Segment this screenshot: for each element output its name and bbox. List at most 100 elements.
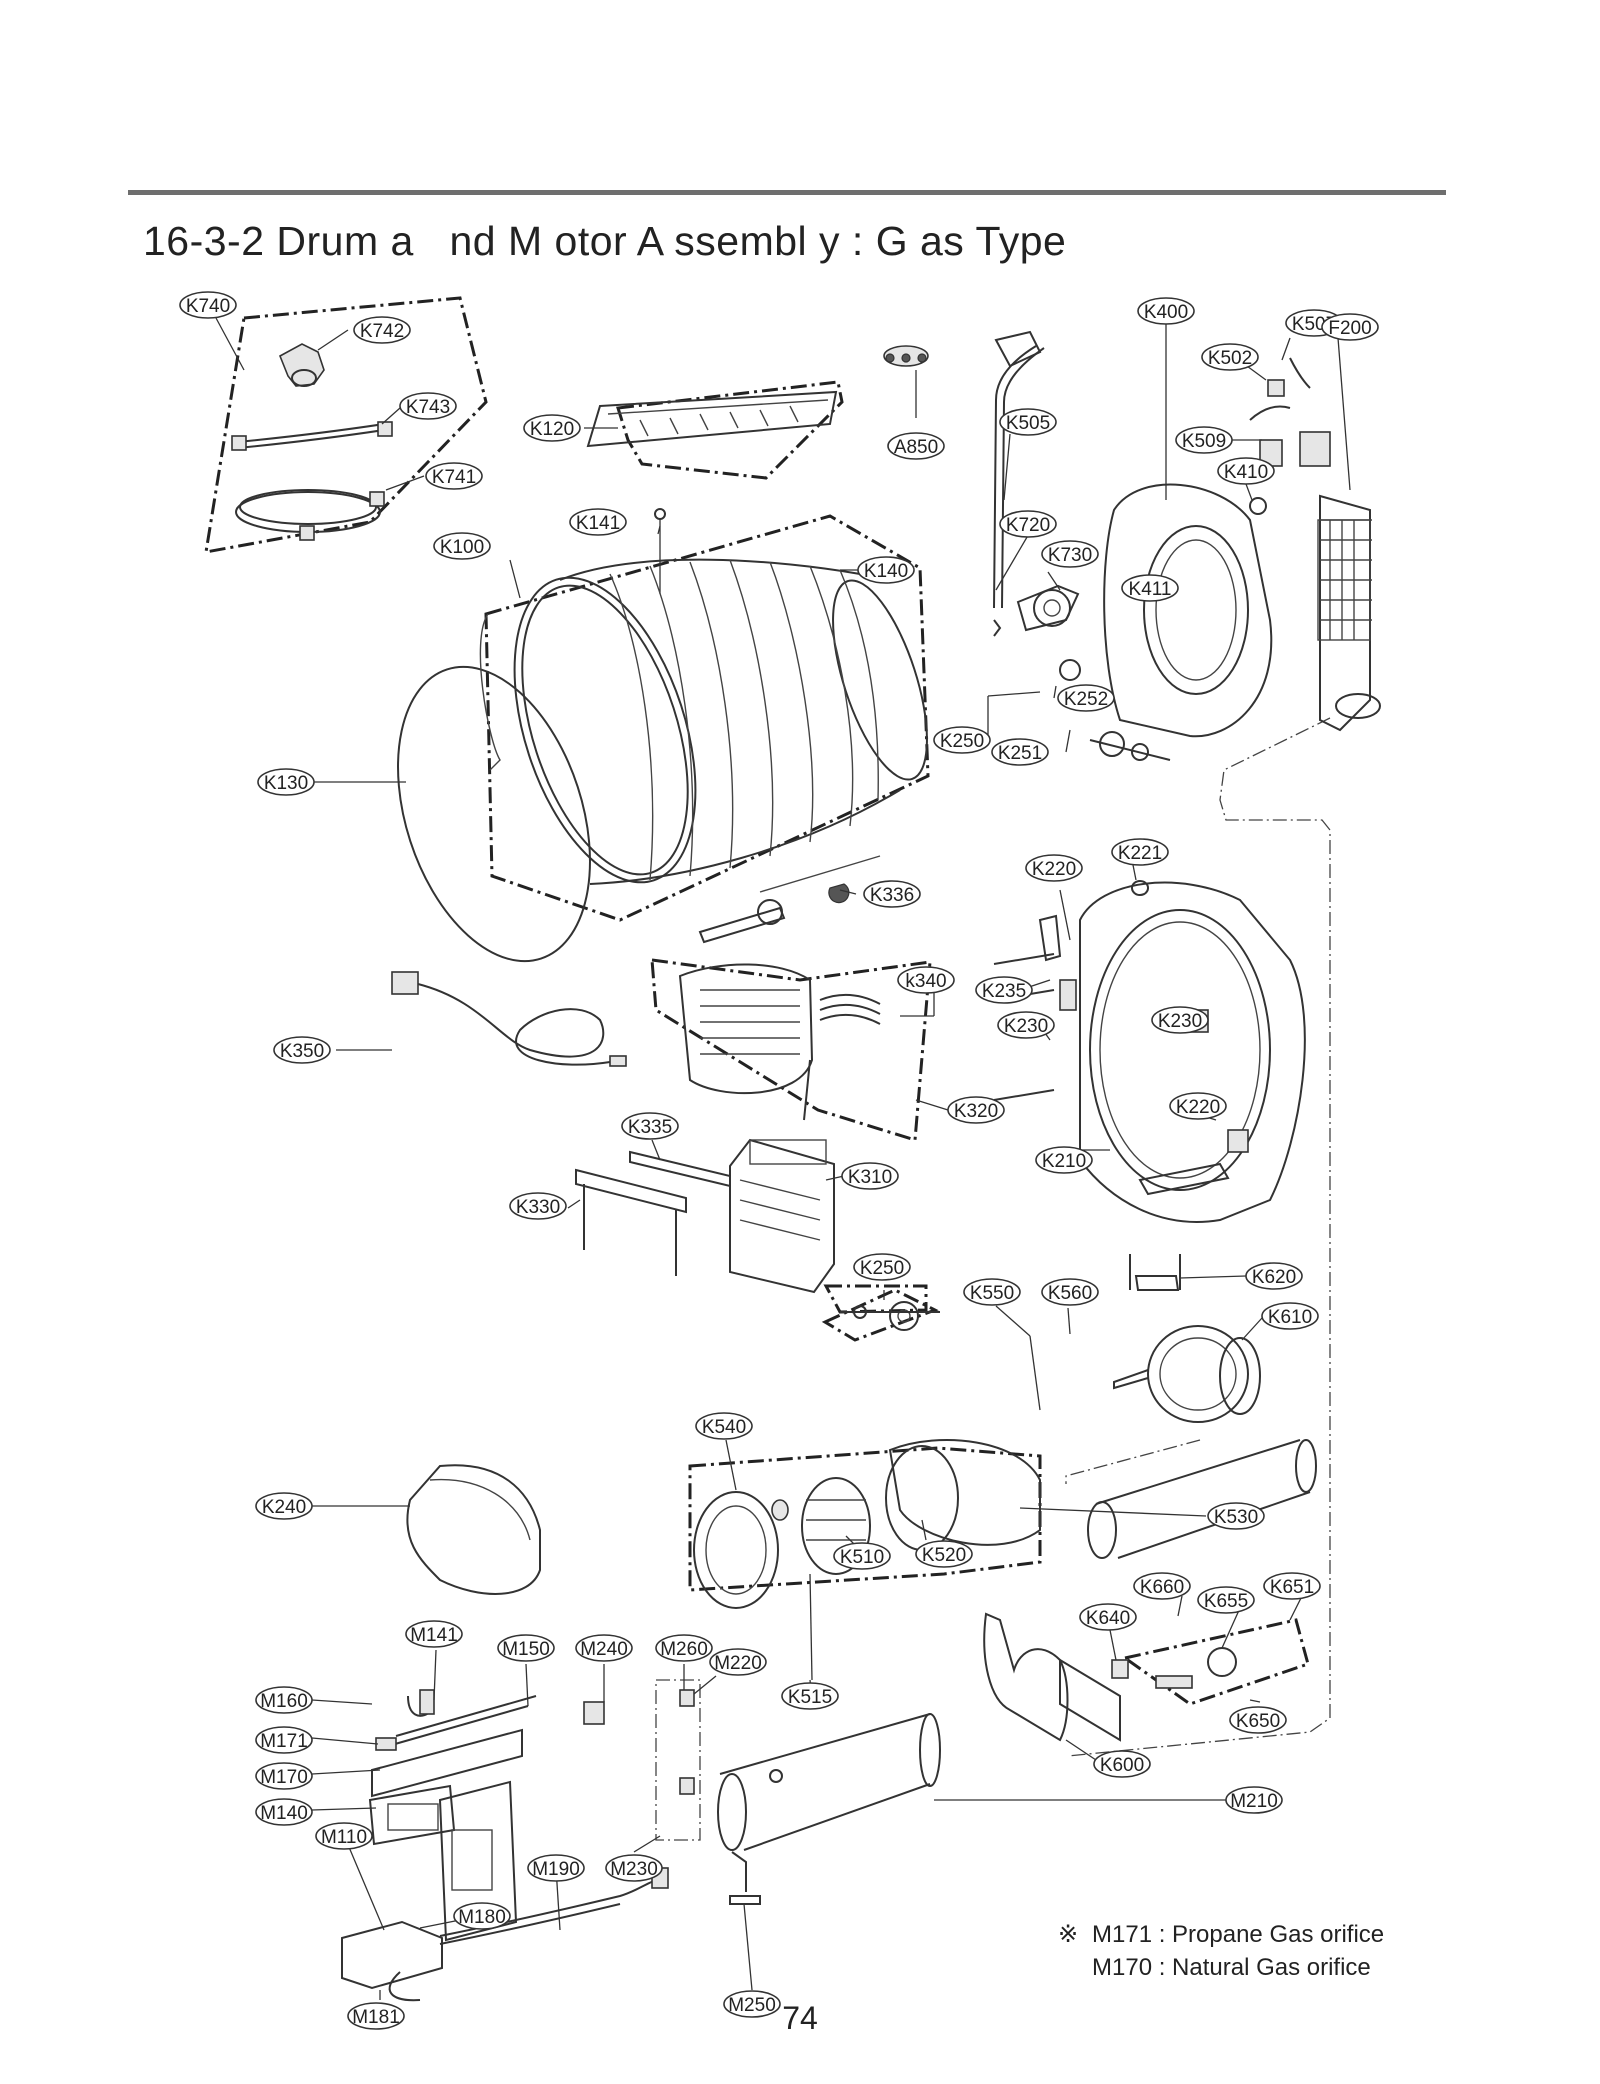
- callout-k620: K620: [1245, 1262, 1303, 1290]
- callout-label: M170: [260, 1767, 308, 1788]
- callout-m260: M260: [655, 1634, 713, 1662]
- callout-label: k340: [905, 971, 946, 992]
- callout-k140: K140: [857, 556, 915, 584]
- callout-k515: K515: [781, 1682, 839, 1710]
- callout-k130: K130: [257, 768, 315, 796]
- callout-label: K140: [864, 561, 908, 582]
- callout-label: K730: [1048, 545, 1092, 566]
- callout-k730: K730: [1041, 540, 1099, 568]
- callout-k230a: K230: [997, 1011, 1055, 1039]
- callout-bubble: [781, 1682, 839, 1710]
- callout-label: K251: [998, 743, 1042, 764]
- callout-m150: M150: [497, 1634, 555, 1662]
- callout-bubble: [999, 408, 1057, 436]
- exhaust-duct: [1087, 1439, 1317, 1559]
- callout-bubble: [1201, 343, 1259, 371]
- callout-bubble: [257, 768, 315, 796]
- callout-label: M240: [580, 1639, 628, 1660]
- callout-k610: K610: [1261, 1302, 1319, 1330]
- callout-bubble: [1025, 854, 1083, 882]
- callout-label: K600: [1100, 1755, 1144, 1776]
- lint-duct: [406, 1464, 541, 1595]
- callout-label: M190: [532, 1859, 580, 1880]
- callout-m220: M220: [709, 1648, 767, 1676]
- callout-label: M181: [352, 2007, 400, 2028]
- callout-bubble: [315, 1822, 373, 1850]
- callout-k740: K740: [179, 291, 237, 319]
- callout-label: K100: [440, 537, 484, 558]
- callout-bubble: [655, 1634, 713, 1662]
- callout-label: K350: [280, 1041, 324, 1062]
- callout-bubble: [841, 1162, 899, 1190]
- callout-label: K509: [1182, 431, 1226, 452]
- gas-valve-bracket: [1111, 1647, 1237, 1689]
- callout-bubble: [405, 1620, 463, 1648]
- callout-bubble: [1207, 1502, 1265, 1530]
- callout-label: K550: [970, 1283, 1014, 1304]
- callout-k210: K210: [1035, 1146, 1093, 1174]
- page-title: 16-3-2 Drum a nd M otor A ssembl y : G a…: [143, 218, 1067, 264]
- callout-bubble: [695, 1412, 753, 1440]
- callout-label: K650: [1236, 1711, 1280, 1732]
- callout-label: M140: [260, 1803, 308, 1824]
- callout-bubble: [255, 1686, 313, 1714]
- callout-f200: F200: [1321, 313, 1379, 341]
- callout-bubble: [997, 1011, 1055, 1039]
- callout-m180: M180: [453, 1902, 511, 1930]
- callout-k560: K560: [1041, 1278, 1099, 1306]
- callout-label: K120: [530, 419, 574, 440]
- callout-label: K210: [1042, 1151, 1086, 1172]
- inlet-hose-kit: [231, 343, 393, 541]
- note-line-1: ※M171 : Propane Gas orifice: [1058, 1918, 1384, 1951]
- orifice-note: ※M171 : Propane Gas orifice M170 : Natur…: [1058, 1918, 1384, 1984]
- callout-bubble: [575, 1634, 633, 1662]
- callout-bubble: [723, 1990, 781, 2018]
- burner-tube: [679, 1689, 941, 1905]
- callout-bubble: [853, 1253, 911, 1281]
- callout-bubble: [255, 1762, 313, 1790]
- callout-k650: K650: [1229, 1706, 1287, 1734]
- callout-label: M250: [728, 1995, 776, 2016]
- idler-pulley: [840, 1301, 940, 1331]
- callout-bubble: [1041, 540, 1099, 568]
- callout-bubble: [1035, 1146, 1093, 1174]
- callout-bubble: [991, 738, 1049, 766]
- callout-bubble: [433, 532, 491, 560]
- callout-m171: M171: [255, 1726, 313, 1754]
- callout-k320: K320: [947, 1096, 1005, 1124]
- callout-bubble: [605, 1854, 663, 1882]
- callout-k400: K400: [1137, 297, 1195, 325]
- header-rule: [128, 190, 1446, 195]
- callout-bubble: [1261, 1302, 1319, 1330]
- callout-bubble: [863, 880, 921, 908]
- callout-label: K141: [576, 513, 620, 534]
- callout-k340: k340: [897, 966, 955, 994]
- callout-label: K240: [262, 1497, 306, 1518]
- callout-label: K411: [1129, 579, 1172, 600]
- callout-label: K502: [1208, 348, 1252, 369]
- callout-label: K252: [1064, 689, 1108, 710]
- callout-label: K230: [1158, 1011, 1202, 1032]
- callout-label: K540: [702, 1417, 746, 1438]
- callout-bubble: [353, 316, 411, 344]
- callout-m190: M190: [527, 1854, 585, 1882]
- callout-k540: K540: [695, 1412, 753, 1440]
- bearing-parts: [883, 330, 1171, 761]
- callout-k310: K310: [841, 1162, 899, 1190]
- callout-label: K742: [360, 321, 404, 342]
- callout-a850: A850: [887, 432, 945, 460]
- callout-bubble: [1093, 1750, 1151, 1778]
- callout-label: K410: [1224, 462, 1268, 483]
- callout-label: K336: [870, 885, 914, 906]
- power-cord: [391, 971, 627, 1067]
- callout-k410: K410: [1217, 457, 1275, 485]
- callout-k742: K742: [353, 316, 411, 344]
- callout-bubble: [621, 1112, 679, 1140]
- callout-bubble: [933, 726, 991, 754]
- callout-label: K740: [186, 296, 230, 317]
- callout-k141: K141: [569, 508, 627, 536]
- callout-bubble: [1245, 1262, 1303, 1290]
- callout-labels: K740K742K743K741K120A850K505K400K507F200…: [179, 291, 1379, 2030]
- blower-assembly: [693, 1439, 1041, 1609]
- callout-k120: K120: [523, 414, 581, 442]
